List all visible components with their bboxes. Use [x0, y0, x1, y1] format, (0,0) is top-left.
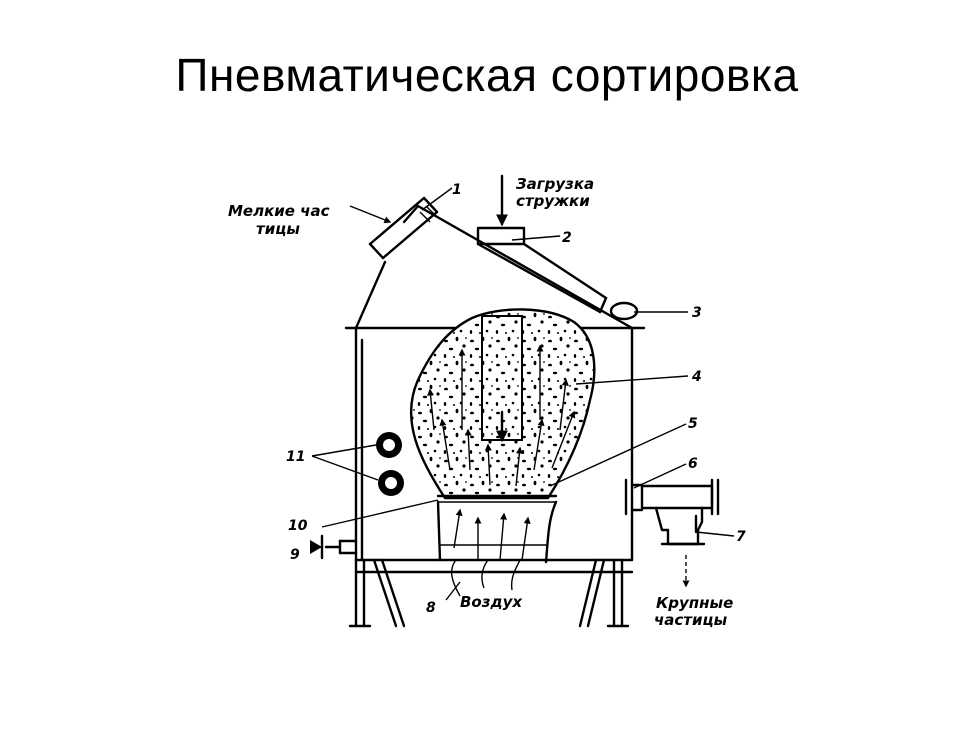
callout-4: 4 [691, 369, 702, 385]
load-label-line1: Загрузка [516, 175, 594, 193]
callout-leaders [311, 187, 735, 601]
callout-1: 1 [452, 182, 462, 198]
air-label: Воздух [460, 593, 523, 611]
fine-particle-outlet [368, 196, 439, 260]
coarse-label-line1: Крупные [656, 594, 733, 612]
air-chamber [436, 500, 558, 597]
fine-label-line1: Мелкие час [228, 202, 330, 220]
drain-valve [310, 534, 358, 560]
callout-7: 7 [736, 529, 746, 545]
slide-title: Пневматическая сортировка [175, 49, 799, 101]
callout-2: 2 [562, 230, 572, 246]
callout-5: 5 [688, 416, 698, 432]
mesh-grid [436, 494, 558, 503]
callout-10: 10 [288, 518, 308, 534]
callout-9: 9 [290, 547, 300, 563]
fine-label-line2: тицы [256, 220, 300, 238]
coarse-label-line2: частицы [654, 611, 728, 629]
callout-3: 3 [692, 305, 702, 321]
callout-11: 11 [286, 449, 305, 465]
load-label-line2: стружки [516, 192, 590, 210]
callout-8: 8 [426, 600, 436, 616]
fine-particles-arrow [349, 205, 392, 224]
chip-cloud [409, 308, 596, 500]
coarse-particle-outlet [624, 478, 720, 588]
sight-glasses [376, 432, 404, 496]
loading-chute [476, 226, 608, 314]
callout-6: 6 [688, 456, 698, 472]
support-legs [348, 558, 634, 628]
inspection-hatch [609, 301, 639, 321]
